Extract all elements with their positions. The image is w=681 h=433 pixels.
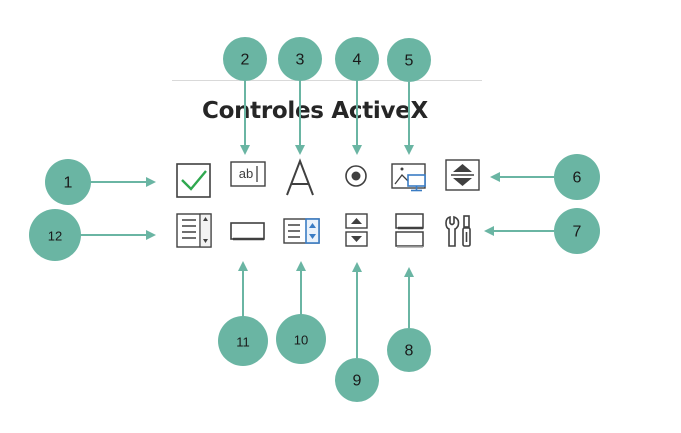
- command-button-icon[interactable]: [230, 222, 265, 241]
- textbox-icon[interactable]: ab: [230, 161, 266, 187]
- callout-circle-1: [45, 159, 91, 205]
- callout-number-9: 9: [353, 373, 362, 390]
- toggle-button-icon[interactable]: [395, 213, 424, 248]
- more-controls-icon[interactable]: [445, 215, 471, 247]
- callout-number-11: 11: [236, 335, 250, 350]
- list-box-icon[interactable]: [283, 218, 320, 244]
- scrollbar-icon[interactable]: [445, 159, 480, 191]
- callout-number-1: 1: [64, 175, 73, 192]
- callout-number-10: 10: [294, 333, 308, 348]
- callout-number-12: 12: [48, 229, 62, 244]
- callout-number-6: 6: [573, 170, 582, 187]
- callout-circle-10: [276, 314, 326, 364]
- callout-circle-3: [278, 37, 322, 81]
- label-icon[interactable]: [286, 158, 314, 196]
- spin-button-icon[interactable]: [345, 213, 368, 247]
- panel-title: Controles ActiveX: [202, 98, 428, 124]
- callout-number-4: 4: [353, 52, 362, 69]
- callout-number-5: 5: [405, 53, 414, 70]
- callout-circle-8: [387, 328, 431, 372]
- callout-number-2: 2: [241, 52, 250, 69]
- svg-text:ab: ab: [239, 166, 253, 181]
- callout-number-3: 3: [296, 52, 305, 69]
- callout-circle-5: [387, 38, 431, 82]
- image-icon[interactable]: [391, 163, 426, 192]
- callout-circle-12: [29, 209, 81, 261]
- callout-number-8: 8: [405, 343, 414, 360]
- callout-circle-11: [218, 316, 268, 366]
- callout-circle-2: [223, 37, 267, 81]
- callout-circle-4: [335, 37, 379, 81]
- callout-circle-6: [554, 154, 600, 200]
- divider-line: [172, 80, 482, 81]
- option-button-icon[interactable]: [345, 165, 367, 187]
- callout-circle-9: [335, 358, 379, 402]
- callout-circle-7: [554, 208, 600, 254]
- checkbox-icon[interactable]: [176, 163, 211, 198]
- callout-number-7: 7: [573, 224, 582, 241]
- combo-box-icon[interactable]: [176, 213, 212, 248]
